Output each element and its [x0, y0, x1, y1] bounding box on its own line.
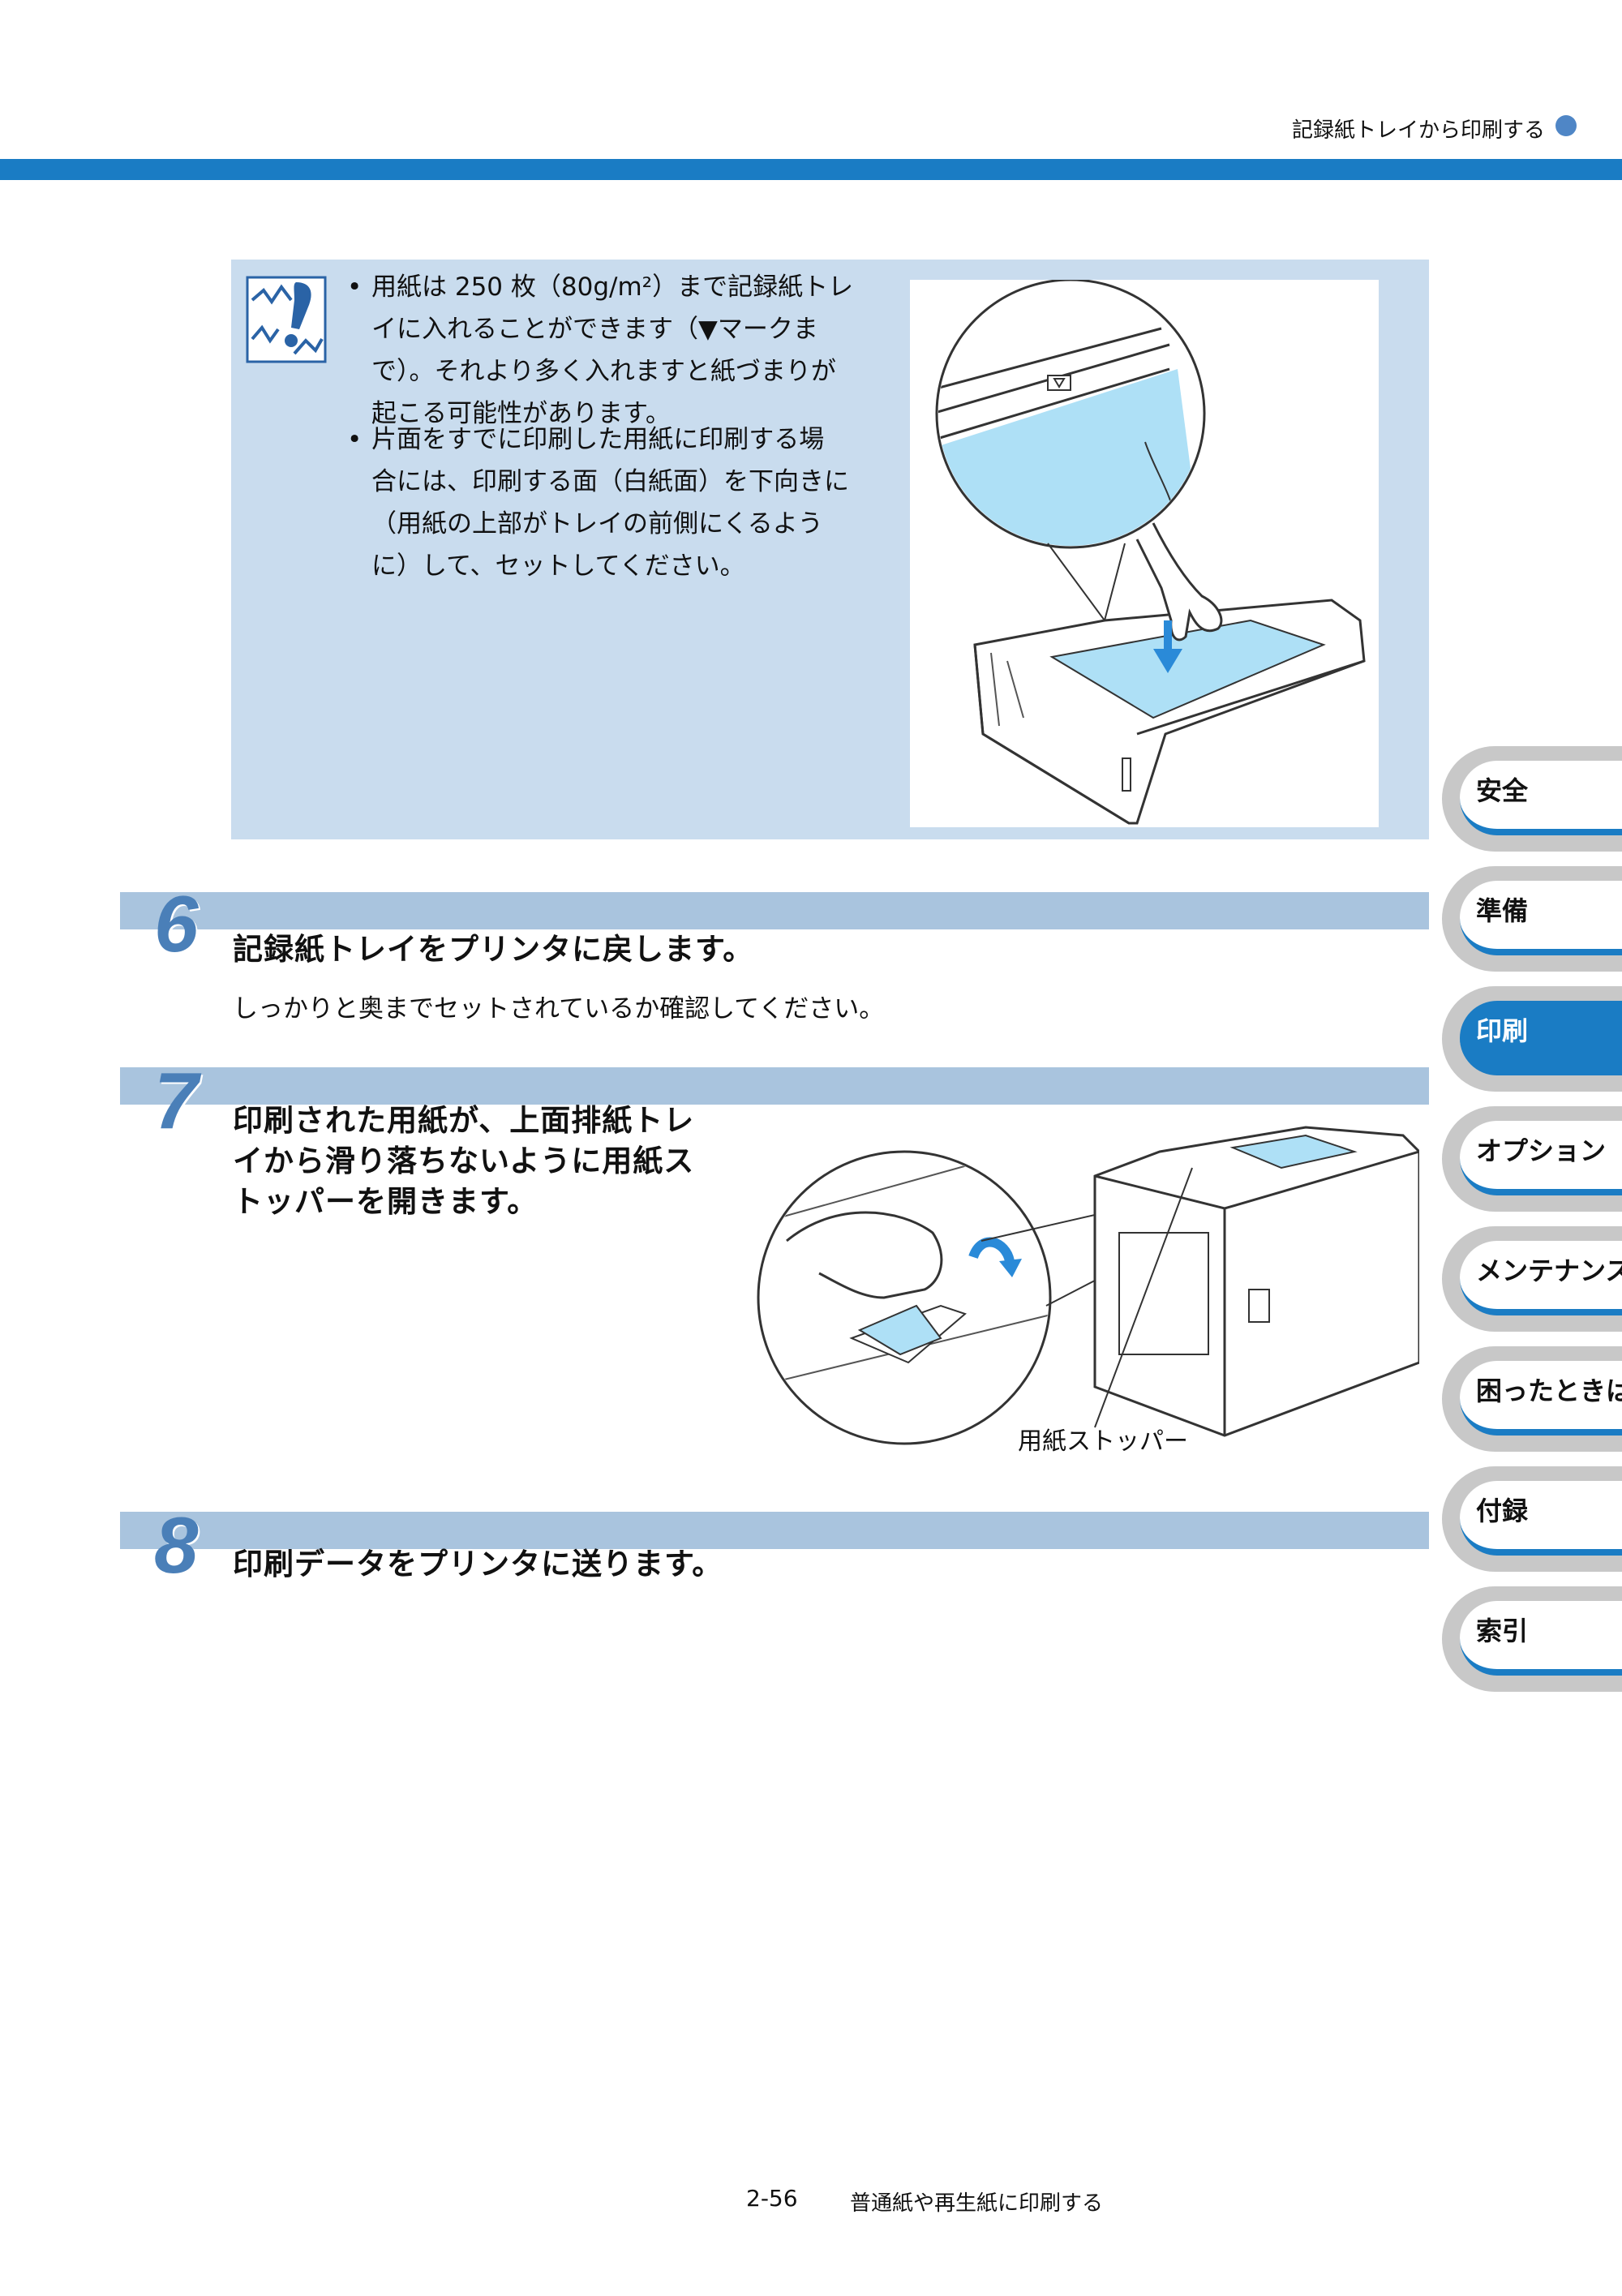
side-tab-label: 困ったときは	[1476, 1375, 1622, 1406]
side-tab-label: 印刷	[1476, 1015, 1529, 1046]
running-header-title: 記録紙トレイから印刷する	[1291, 118, 1545, 143]
note-line: （用紙の上部がトレイの前側にくるよう	[371, 509, 823, 539]
note-text: 用紙は 250 枚（80g/m²）まで記録紙トレ イに入れることができます（▼マ…	[347, 266, 899, 435]
side-tab-label: メンテナンス	[1476, 1255, 1622, 1286]
step-6-bar	[120, 892, 1429, 929]
header-dot-icon	[1555, 115, 1577, 136]
side-tab-index[interactable]: 索引	[1442, 1586, 1622, 1692]
side-tab-safety[interactable]: 安全	[1442, 746, 1622, 852]
side-tab-label: 安全	[1476, 775, 1529, 806]
side-tab-label: 索引	[1476, 1616, 1529, 1646]
header-rule	[0, 159, 1622, 180]
note-line: 合には、印刷する面（白紙面）を下向きに	[371, 467, 849, 496]
paper-stopper-label: 用紙ストッパー	[1018, 1427, 1188, 1456]
step-7-number: 7	[154, 1056, 199, 1145]
caution-note-icon	[246, 276, 327, 363]
step-7-title-line: トッパーを開きます。	[233, 1184, 539, 1219]
step-7-title: 印刷された用紙が、上面排紙トレ イから滑り落ちないように用紙ス トッパーを開きま…	[233, 1101, 752, 1222]
step-8-bar	[120, 1512, 1429, 1549]
step-8-number: 8	[154, 1500, 199, 1590]
footer-section-title: 普通紙や再生紙に印刷する	[850, 2191, 1104, 2216]
step-8-title: 印刷データをプリンタに送ります。	[233, 1547, 723, 1581]
note-line: で）。それより多く入れますと紙づまりが	[371, 357, 836, 386]
side-tab-maintenance[interactable]: メンテナンス	[1442, 1226, 1622, 1332]
note-line: 片面をすでに印刷した用紙に印刷する場	[371, 425, 825, 454]
step-6-description: しっかりと奥までセットされているか確認してください。	[233, 994, 885, 1024]
side-tab-label: オプション	[1476, 1135, 1607, 1166]
paper-stopper-illustration	[757, 1126, 1419, 1445]
side-tab-printing[interactable]: 印刷	[1442, 986, 1622, 1092]
note-line: 用紙は 250 枚（80g/m²）まで記録紙トレ	[371, 273, 854, 302]
page-number: 2-56	[746, 2185, 798, 2212]
step-7-title-line: 印刷された用紙が、上面排紙トレ	[233, 1103, 695, 1138]
bullet: •	[347, 425, 363, 454]
paper-tray-illustration	[910, 280, 1379, 827]
step-6-number: 6	[154, 879, 199, 968]
note-text: 片面をすでに印刷した用紙に印刷する場 合には、印刷する面（白紙面）を下向きに （…	[347, 418, 899, 587]
bullet: •	[347, 273, 363, 302]
side-tab-setup[interactable]: 準備	[1442, 866, 1622, 972]
note-list-item: • 用紙は 250 枚（80g/m²）まで記録紙トレ イに入れることができます（…	[347, 266, 899, 435]
note-line: に）して、セットしてください。	[371, 551, 745, 581]
step-7-bar	[120, 1067, 1429, 1105]
side-tab-label: 準備	[1476, 895, 1529, 926]
side-tab-appendix[interactable]: 付録	[1442, 1466, 1622, 1572]
side-tab-options[interactable]: オプション	[1442, 1106, 1622, 1212]
side-tab-troubleshooting[interactable]: 困ったときは	[1442, 1346, 1622, 1452]
step-6-title: 記録紙トレイをプリンタに戻します。	[233, 932, 754, 967]
note-line: イに入れることができます（▼マークま	[371, 315, 818, 344]
note-line: 起こる可能性があります。	[371, 399, 671, 428]
step-7-title-line: イから滑り落ちないように用紙ス	[233, 1144, 695, 1178]
side-tab-label: 付録	[1476, 1496, 1529, 1526]
note-list-item: • 片面をすでに印刷した用紙に印刷する場 合には、印刷する面（白紙面）を下向きに…	[347, 418, 899, 587]
